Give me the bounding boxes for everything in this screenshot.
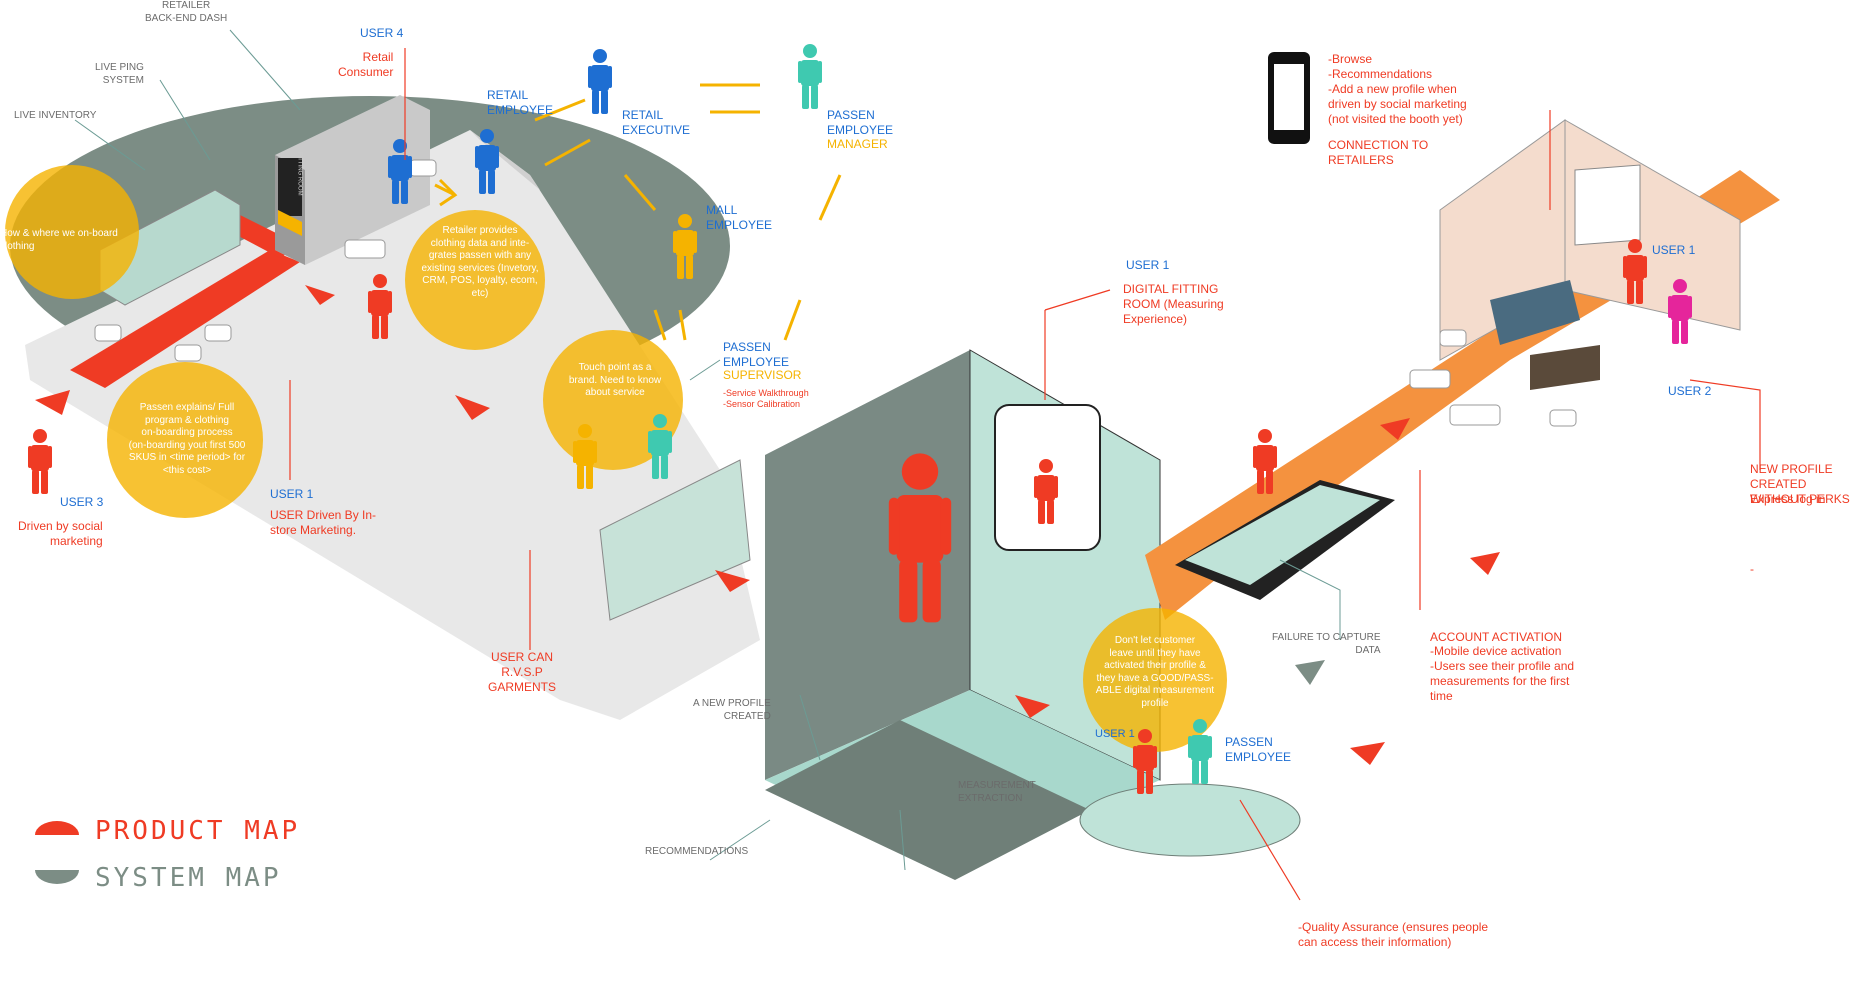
rsvp-case — [599, 459, 751, 621]
note-circle-passen-explains — [107, 362, 263, 518]
label-recommendations: RECOMMENDATIONS — [645, 846, 749, 857]
label-user3: USER 3 — [60, 495, 104, 509]
label-driven-social: Driven by social marketing — [18, 519, 103, 548]
label-express-log-in: Express log in — [1750, 492, 1826, 506]
label-passen-employee-manager: PASSEN EMPLOYEE — [827, 108, 894, 137]
note-circle-onboard — [5, 165, 139, 299]
legend-system-map: SYSTEM MAP — [95, 863, 282, 893]
label-passen-employee-supervisor: PASSEN EMPLOYEE — [723, 340, 790, 369]
label-new-profile-created-gray: A NEW PROFILE CREATED — [693, 698, 771, 722]
label-qa: -Quality Assurance (ensures people can a… — [1298, 920, 1489, 949]
label-user1-left: USER 1 — [270, 487, 314, 501]
fitting-room-booth — [275, 95, 430, 265]
label-phone-features: -Browse -Recommendations -Add a new prof… — [1328, 52, 1467, 126]
red-carpet — [70, 250, 300, 388]
label-digital-fitting-room: DIGITAL FITTING ROOM (Measuring Experien… — [1123, 282, 1224, 326]
note-retailer-provides: Retailer provides clothing data and inte… — [421, 225, 539, 299]
legend-product-swatch — [35, 821, 79, 835]
label-measurement-extraction: MEASUREMENT EXTRACTION — [958, 780, 1036, 804]
note-passen-explains: Passen explains/ Full program & clothing… — [128, 402, 246, 476]
label-account-activation: ACCOUNT ACTIVATION — [1430, 630, 1563, 644]
label-retail-consumer: Retail Consumer — [338, 50, 394, 79]
label-connection-retailers: CONNECTION TO RETAILERS — [1328, 138, 1429, 167]
employee-platform — [1079, 783, 1301, 857]
label-user1-room: USER 1 — [1652, 243, 1696, 257]
label-passen-employee-bottom: PASSEN EMPLOYEE — [1225, 735, 1292, 764]
label-live-ping: LIVE PING SYSTEM — [95, 62, 144, 86]
phone-platform — [1175, 480, 1395, 600]
label-account-activation-desc: -Mobile device activation -Users see the… — [1430, 644, 1575, 703]
label-supervisor: SUPERVISOR — [723, 368, 802, 382]
legend-product-map: PRODUCT MAP — [95, 816, 301, 846]
label-user2-room: USER 2 — [1668, 384, 1712, 398]
label-manager: MANAGER — [827, 137, 888, 151]
store-floor — [25, 130, 760, 720]
label-retail-executive: RETAIL EXECUTIVE — [622, 108, 691, 137]
note-circle-retailer-provides — [405, 210, 545, 350]
measurement-floor — [765, 720, 1090, 880]
note-touch-point: Touch point as a brand. Need to know abo… — [568, 362, 662, 398]
label-mall-employee: MALL EMPLOYEE — [706, 203, 773, 232]
legend-system-swatch — [35, 870, 79, 884]
label-retail-employee: RETAIL EMPLOYEE — [487, 88, 554, 117]
label-user-can-rsvp: USER CAN R.V.S.P GARMENTS — [488, 650, 557, 694]
label-dash: - — [1750, 562, 1754, 576]
label-new-profile-created-red: NEW PROFILE CREATED WITHOUT PERKS — [1750, 462, 1850, 506]
label-supervisor-tasks: -Service Walkthrough -Sensor Calibration — [723, 388, 809, 410]
smartphone-icon — [1268, 52, 1310, 144]
note-onboard: How & where we on-board clothing — [0, 228, 118, 252]
fitting-room-sign: FITTING ROOM — [296, 151, 303, 196]
label-user1-left-desc: USER Driven By In- store Marketing. — [270, 508, 377, 537]
note-dont-let: Don't let customer leave until they have… — [1095, 635, 1215, 709]
note-circle-dont-let — [1083, 608, 1227, 752]
label-user1-fitting: USER 1 — [1126, 258, 1170, 272]
label-user4: USER 4 — [360, 26, 404, 40]
label-failure-capture: FAILURE TO CAPTURE DATA — [1272, 632, 1381, 656]
label-retailer-backend: RETAILER BACK-END DASH — [145, 0, 228, 24]
label-user1-bottom: USER 1 — [1095, 728, 1135, 740]
label-live-inventory: LIVE INVENTORY — [14, 110, 97, 121]
